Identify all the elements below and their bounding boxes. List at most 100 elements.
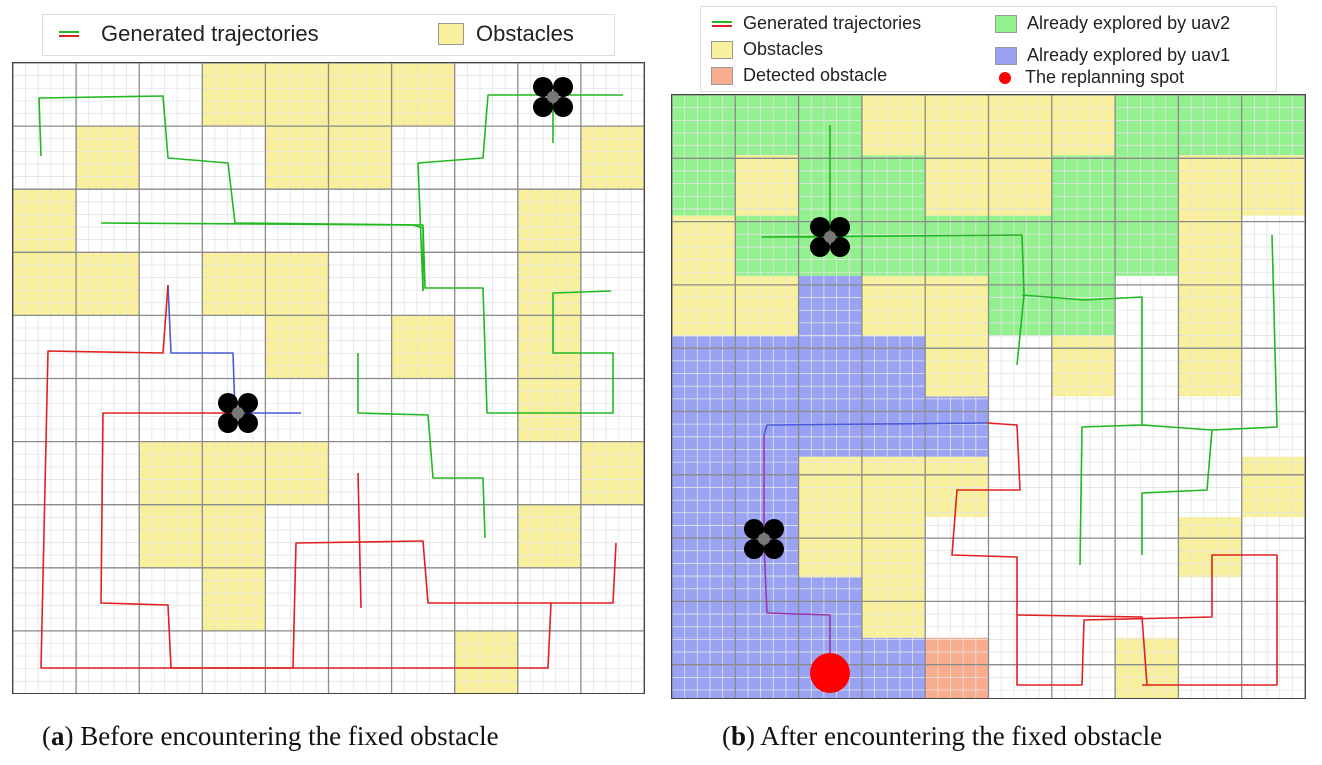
trajectory-legend-icon bbox=[712, 20, 732, 27]
obstacle-cell bbox=[798, 456, 862, 518]
purple-trajectory bbox=[763, 435, 831, 655]
obstacle-cell bbox=[76, 126, 140, 190]
obstacle-cell bbox=[265, 441, 329, 505]
explored-uav1-cell bbox=[798, 275, 862, 337]
uav-rotor bbox=[238, 393, 258, 413]
legend-uav2-label: Already explored by uav2 bbox=[1027, 13, 1231, 33]
explored-uav1-cell bbox=[735, 456, 799, 518]
obstacle-cell bbox=[391, 315, 455, 379]
obstacle-cell bbox=[517, 252, 581, 316]
obstacle-cell bbox=[328, 63, 392, 127]
red-trajectory bbox=[951, 422, 1278, 686]
legend-obstacles-label: Obstacles bbox=[476, 21, 574, 46]
explored-uav2-cell bbox=[735, 95, 799, 156]
green-trajectory bbox=[100, 222, 424, 291]
blue-trajectory bbox=[763, 422, 988, 436]
obstacle-cell bbox=[265, 252, 329, 316]
map-panel-b bbox=[671, 94, 1306, 699]
obstacle-cell bbox=[735, 155, 799, 216]
green-trajectory bbox=[38, 95, 614, 414]
obstacle-cell bbox=[925, 155, 989, 216]
obstacle-cell bbox=[925, 336, 989, 397]
green-trajectory bbox=[1021, 294, 1143, 566]
uav-icon bbox=[533, 77, 573, 117]
obstacle-cell bbox=[988, 155, 1052, 216]
explored-uav2-cell bbox=[672, 155, 736, 216]
uav-rotor bbox=[533, 77, 553, 97]
explored-uav2-cell bbox=[1241, 95, 1305, 156]
map-panel-a bbox=[12, 62, 645, 694]
explored-uav2-cell bbox=[988, 215, 1052, 276]
uav1-swatch bbox=[995, 46, 1017, 65]
caption-text-a: Before encountering the fixed obstacle bbox=[80, 721, 499, 751]
explored-uav1-cell bbox=[672, 517, 736, 578]
uav-rotor bbox=[744, 539, 764, 559]
obstacle-cell bbox=[925, 275, 989, 337]
obstacle-cell bbox=[861, 95, 926, 156]
obstacle-cell bbox=[202, 504, 266, 568]
obstacle-cell bbox=[13, 252, 77, 316]
explored-uav2-cell bbox=[1051, 155, 1116, 216]
obstacle-cell bbox=[202, 441, 266, 505]
explored-uav1-cell bbox=[735, 336, 799, 397]
uav-icon bbox=[810, 217, 850, 257]
obstacle-cell bbox=[76, 252, 140, 316]
obstacle-cell bbox=[861, 517, 926, 578]
obstacle-cell bbox=[1241, 456, 1305, 518]
green-trajectory bbox=[761, 125, 1025, 366]
blue-trajectory bbox=[167, 284, 301, 414]
obstacle-cell bbox=[988, 95, 1052, 156]
uav2-swatch bbox=[995, 14, 1017, 33]
caption-panel-b: (b) After encountering the fixed obstacl… bbox=[722, 721, 1163, 751]
uav-rotor bbox=[744, 519, 764, 539]
obstacle-cell bbox=[672, 215, 736, 276]
legend-replanning-label: The replanning spot bbox=[1025, 67, 1185, 87]
detected-swatch bbox=[711, 66, 733, 85]
obstacle-swatch bbox=[711, 40, 733, 59]
obstacle-cell bbox=[861, 456, 926, 518]
uav-body bbox=[758, 533, 770, 545]
red-trajectory bbox=[1016, 614, 1148, 686]
obstacle-cell bbox=[925, 456, 989, 518]
obstacle-cell bbox=[1178, 275, 1242, 337]
explored-uav1-cell bbox=[861, 396, 926, 457]
red-trajectory bbox=[100, 412, 552, 669]
uav-rotor bbox=[533, 97, 553, 117]
green-trajectory bbox=[1141, 429, 1213, 555]
obstacle-cell bbox=[139, 441, 203, 505]
caption-text-b: After encountering the fixed obstacle bbox=[760, 721, 1163, 751]
explored-uav1-cell bbox=[798, 336, 862, 397]
obstacle-cell bbox=[1178, 517, 1242, 578]
explored-uav1-cell bbox=[672, 577, 736, 638]
explored-uav2-cell bbox=[1115, 155, 1179, 216]
detected-obstacle-cell bbox=[925, 637, 989, 698]
uav-rotor bbox=[553, 97, 573, 117]
uav-rotor bbox=[218, 413, 238, 433]
obstacle-cell bbox=[517, 378, 581, 442]
obstacle-cell bbox=[139, 504, 203, 568]
obstacle-cell bbox=[580, 441, 644, 505]
explored-uav1-cell bbox=[672, 396, 736, 457]
obstacle-cell bbox=[1241, 155, 1305, 216]
uav-rotor bbox=[764, 519, 784, 539]
obstacle-cell bbox=[328, 126, 392, 190]
obstacle-cell bbox=[1178, 215, 1242, 276]
legend-panel-b: Generated trajectories Obstacles Detecte… bbox=[700, 6, 1277, 92]
explored-uav1-cell bbox=[861, 637, 926, 698]
uav-rotor bbox=[218, 393, 238, 413]
uav-rotor bbox=[810, 217, 830, 237]
obstacle-cell bbox=[861, 577, 926, 638]
explored-uav1-cell bbox=[798, 396, 862, 457]
legend-detected-label: Detected obstacle bbox=[743, 65, 888, 85]
replanning-dot-icon bbox=[999, 71, 1011, 84]
green-trajectory bbox=[1141, 234, 1278, 431]
obstacle-cell bbox=[202, 567, 266, 631]
legend-panel-a: Generated trajectories Obstacles bbox=[42, 14, 615, 56]
obstacle-cell bbox=[1051, 336, 1116, 397]
obstacle-cell bbox=[265, 63, 329, 127]
uav-rotor bbox=[810, 237, 830, 257]
explored-uav2-cell bbox=[861, 155, 926, 216]
explored-uav2-cell bbox=[925, 215, 989, 276]
explored-uav1-cell bbox=[925, 396, 989, 457]
obstacle-cell bbox=[1051, 95, 1116, 156]
